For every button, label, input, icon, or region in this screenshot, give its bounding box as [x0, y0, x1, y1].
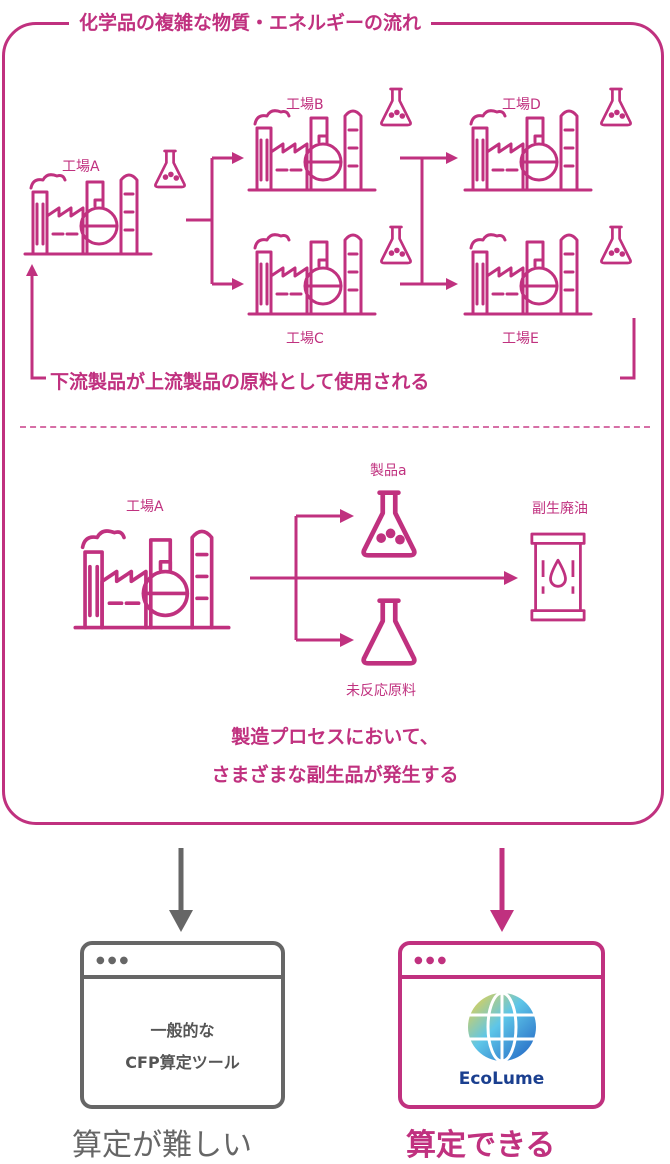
process-message-line2: さまざまな副生品が発生する — [211, 764, 459, 786]
generic-tool-window: ●●● 一般的な CFP算定ツール — [80, 941, 285, 1109]
ecolume-window: ●●● EcoLume — [398, 941, 605, 1109]
byproduct-label: 副生廃油 — [532, 501, 588, 517]
window-dots-icon: ●●● — [96, 955, 132, 966]
result-arrows — [169, 848, 514, 932]
generic-tool-line1: 一般的な — [150, 1021, 215, 1040]
factory-d-label: 工場D — [502, 97, 541, 113]
process-message-line1: 製造プロセスにおいて、 — [231, 726, 439, 748]
factory-a-label: 工場A — [62, 159, 100, 175]
window-dots-icon: ●●● — [414, 955, 450, 966]
unreacted-label: 未反応原料 — [346, 683, 416, 699]
feedback-text: 下流製品が上流製品の原料として使用される — [50, 371, 430, 393]
factory-b-label: 工場B — [286, 97, 324, 113]
ecolume-logo-text: EcoLume — [458, 1069, 545, 1089]
window-title-bar: ●●● — [84, 945, 281, 979]
factory-c-label: 工場C — [286, 331, 324, 347]
factory-e-label: 工場E — [502, 331, 539, 347]
factory-a-label-bottom: 工場A — [126, 499, 164, 515]
left-caption: 算定が難しい — [72, 1128, 252, 1163]
frame-title: 化学品の複雑な物質・エネルギーの流れ — [69, 8, 432, 35]
product-label: 製品a — [370, 463, 407, 479]
window-title-bar: ●●● — [402, 945, 601, 979]
generic-tool-line2: CFP算定ツール — [125, 1053, 240, 1072]
bottom-flow-connectors — [250, 509, 518, 647]
divider — [20, 426, 650, 428]
top-flow-connectors — [26, 152, 636, 380]
right-caption: 算定できる — [406, 1128, 556, 1163]
ecolume-globe-icon — [468, 991, 536, 1063]
